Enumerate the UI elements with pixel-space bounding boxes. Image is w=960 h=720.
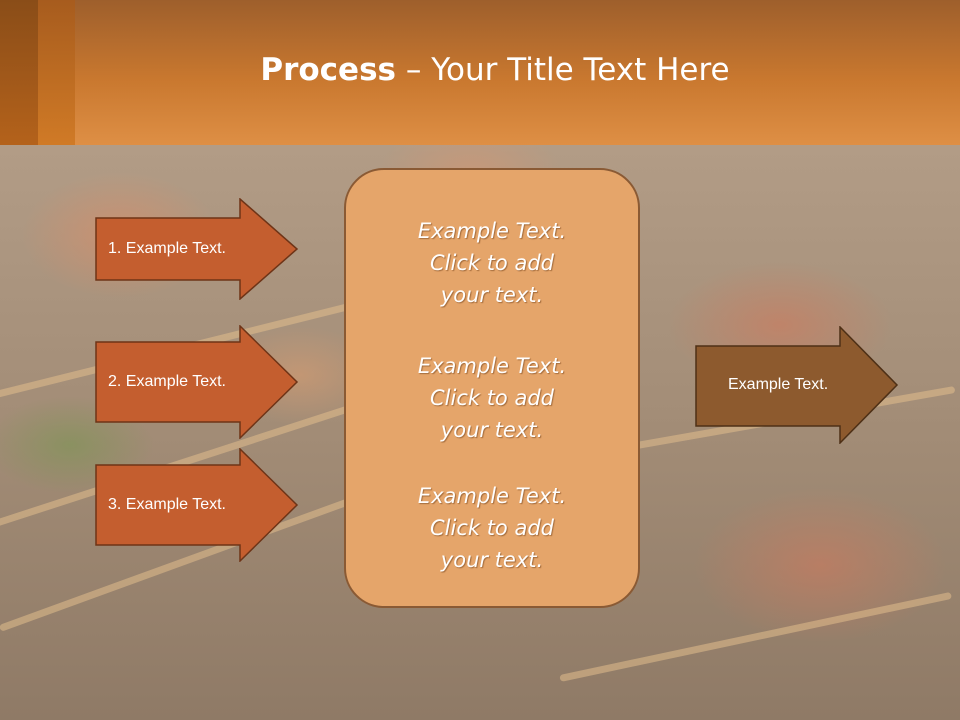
center-text-item-3[interactable]: Example Text. Click to add your text.	[346, 480, 638, 576]
step-arrow-3[interactable]: 3. Example Text.	[95, 448, 299, 562]
title-bar: Process – Your Title Text Here	[0, 0, 960, 145]
step-label: 3. Example Text.	[108, 496, 226, 513]
header-accent-stripe	[0, 0, 38, 145]
center-item-line: Example Text.	[417, 354, 567, 378]
step-label: 1. Example Text.	[108, 240, 226, 257]
center-item-line: Example Text.	[417, 219, 567, 243]
center-item-line: your text.	[440, 283, 544, 307]
center-item-line: Example Text.	[417, 484, 567, 508]
center-item-line: Click to add	[429, 251, 554, 275]
center-item-line: your text.	[440, 418, 544, 442]
center-item-line: Click to add	[429, 516, 554, 540]
result-label: Example Text.	[728, 376, 829, 393]
center-text-item-1[interactable]: Example Text. Click to add your text.	[346, 215, 638, 311]
header-accent-stripe-2	[38, 0, 75, 145]
slide-title[interactable]: Process – Your Title Text Here	[75, 52, 915, 88]
step-label: 2. Example Text.	[108, 373, 226, 390]
center-text-item-2[interactable]: Example Text. Click to add your text.	[346, 350, 638, 446]
center-item-line: Click to add	[429, 386, 554, 410]
step-arrow-2[interactable]: 2. Example Text.	[95, 325, 299, 439]
result-arrow[interactable]: Example Text.	[695, 326, 899, 444]
title-rest-part: – Your Title Text Here	[396, 52, 730, 88]
center-text-box[interactable]: Example Text. Click to add your text. Ex…	[344, 168, 640, 608]
title-bold-part: Process	[260, 52, 396, 88]
step-arrow-1[interactable]: 1. Example Text.	[95, 198, 299, 300]
center-item-line: your text.	[440, 548, 544, 572]
